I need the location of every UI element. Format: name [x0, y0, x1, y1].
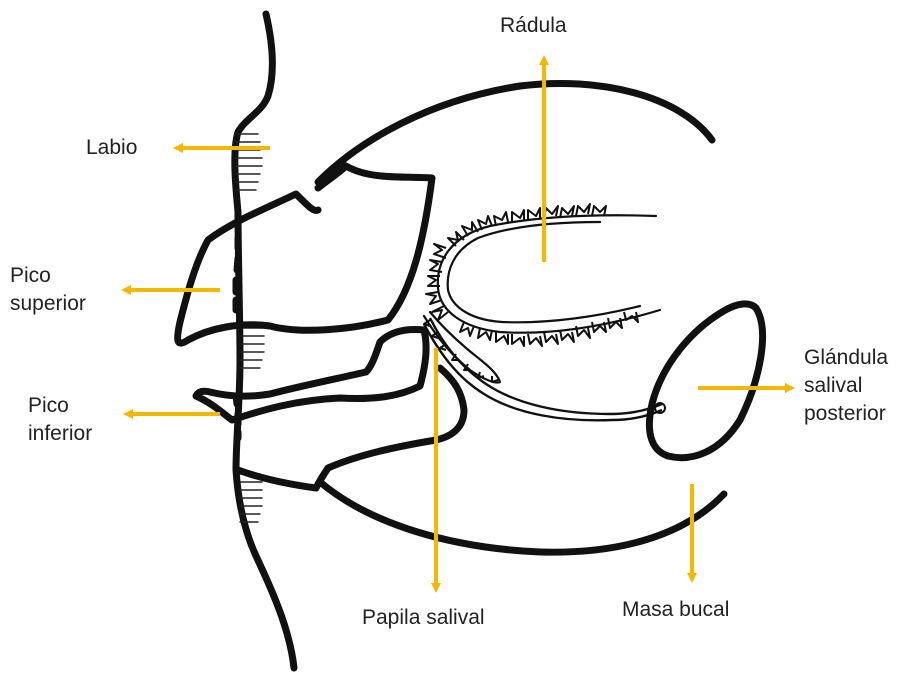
label-pico-superior-line2: superior — [10, 290, 86, 318]
salivary-duct-lower — [424, 324, 662, 420]
lower-beak-outline — [196, 330, 426, 421]
label-glandula-line1: Glándula — [804, 344, 888, 372]
label-glandula-line2: salival — [804, 372, 888, 400]
label-glandula-line3: posterior — [804, 400, 888, 428]
label-glandula: Glándula salival posterior — [804, 344, 888, 428]
upper-beak-outline — [178, 166, 432, 343]
lip-hatching-upper — [236, 134, 262, 190]
lip-hatching-middle — [240, 328, 264, 368]
label-pico-inferior: Pico inferior — [28, 392, 92, 448]
label-pico-superior-line1: Pico — [10, 262, 86, 290]
buccal-mass-lower-shape — [238, 368, 464, 488]
label-pico-inferior-line1: Pico — [28, 392, 92, 420]
label-pico-superior: Pico superior — [10, 262, 86, 318]
label-masa-bucal: Masa bucal — [622, 596, 729, 624]
label-labio: Labio — [86, 134, 137, 162]
buccal-mass-upper-outline — [318, 83, 712, 182]
posterior-salivary-gland-outline — [649, 304, 762, 458]
label-papila-salival: Papila salival — [362, 604, 485, 632]
body-wall-outline — [235, 14, 294, 668]
buccal-mass-lower-outline — [320, 482, 724, 552]
label-pico-inferior-line2: inferior — [28, 420, 92, 448]
label-radula: Rádula — [500, 12, 567, 40]
